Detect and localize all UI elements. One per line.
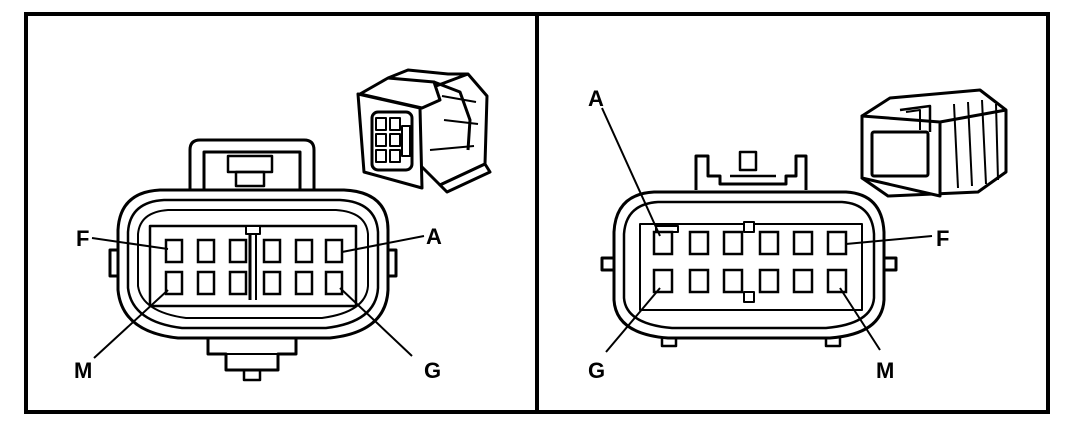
cavity [826,230,848,256]
cavity [722,230,744,256]
right-label-top-right: F [936,226,949,251]
cavity [652,230,674,256]
cavity [294,238,314,264]
left-label-top-right: A [426,224,442,249]
cavity [758,268,780,294]
cavity [262,270,282,296]
left-label-bottom-right: G [424,358,441,383]
cavity [164,238,184,264]
cavity [324,238,344,264]
left-leader-lines [91,235,425,359]
right-connector-3d-view [860,88,1008,198]
right-connector-face [600,150,898,348]
cavity [722,268,744,294]
cavity [294,270,314,296]
cavity [324,270,344,296]
cavity [826,268,848,294]
cavity [262,238,282,264]
cavity [792,230,814,256]
cavity [196,238,216,264]
cavity [688,268,710,294]
right-label-bottom-right: M [876,358,894,383]
cavity [688,230,710,256]
cavity [758,230,780,256]
right-label-bottom-left: G [588,358,605,383]
right-label-top-left: A [588,86,604,111]
right-leader-lines [601,107,933,353]
left-panel: F A M G [74,68,492,383]
cavity [792,268,814,294]
cavity [196,270,216,296]
left-label-bottom-left: M [74,358,92,383]
left-label-top-left: F [76,226,89,251]
left-connector-face [108,138,398,382]
left-connector-3d-view [356,68,492,194]
cavity [164,270,184,296]
cavity [228,270,248,296]
cavity [652,268,674,294]
cavity [228,238,248,264]
right-terminal-cavities [652,230,848,294]
right-panel: A F G M [588,86,1008,383]
